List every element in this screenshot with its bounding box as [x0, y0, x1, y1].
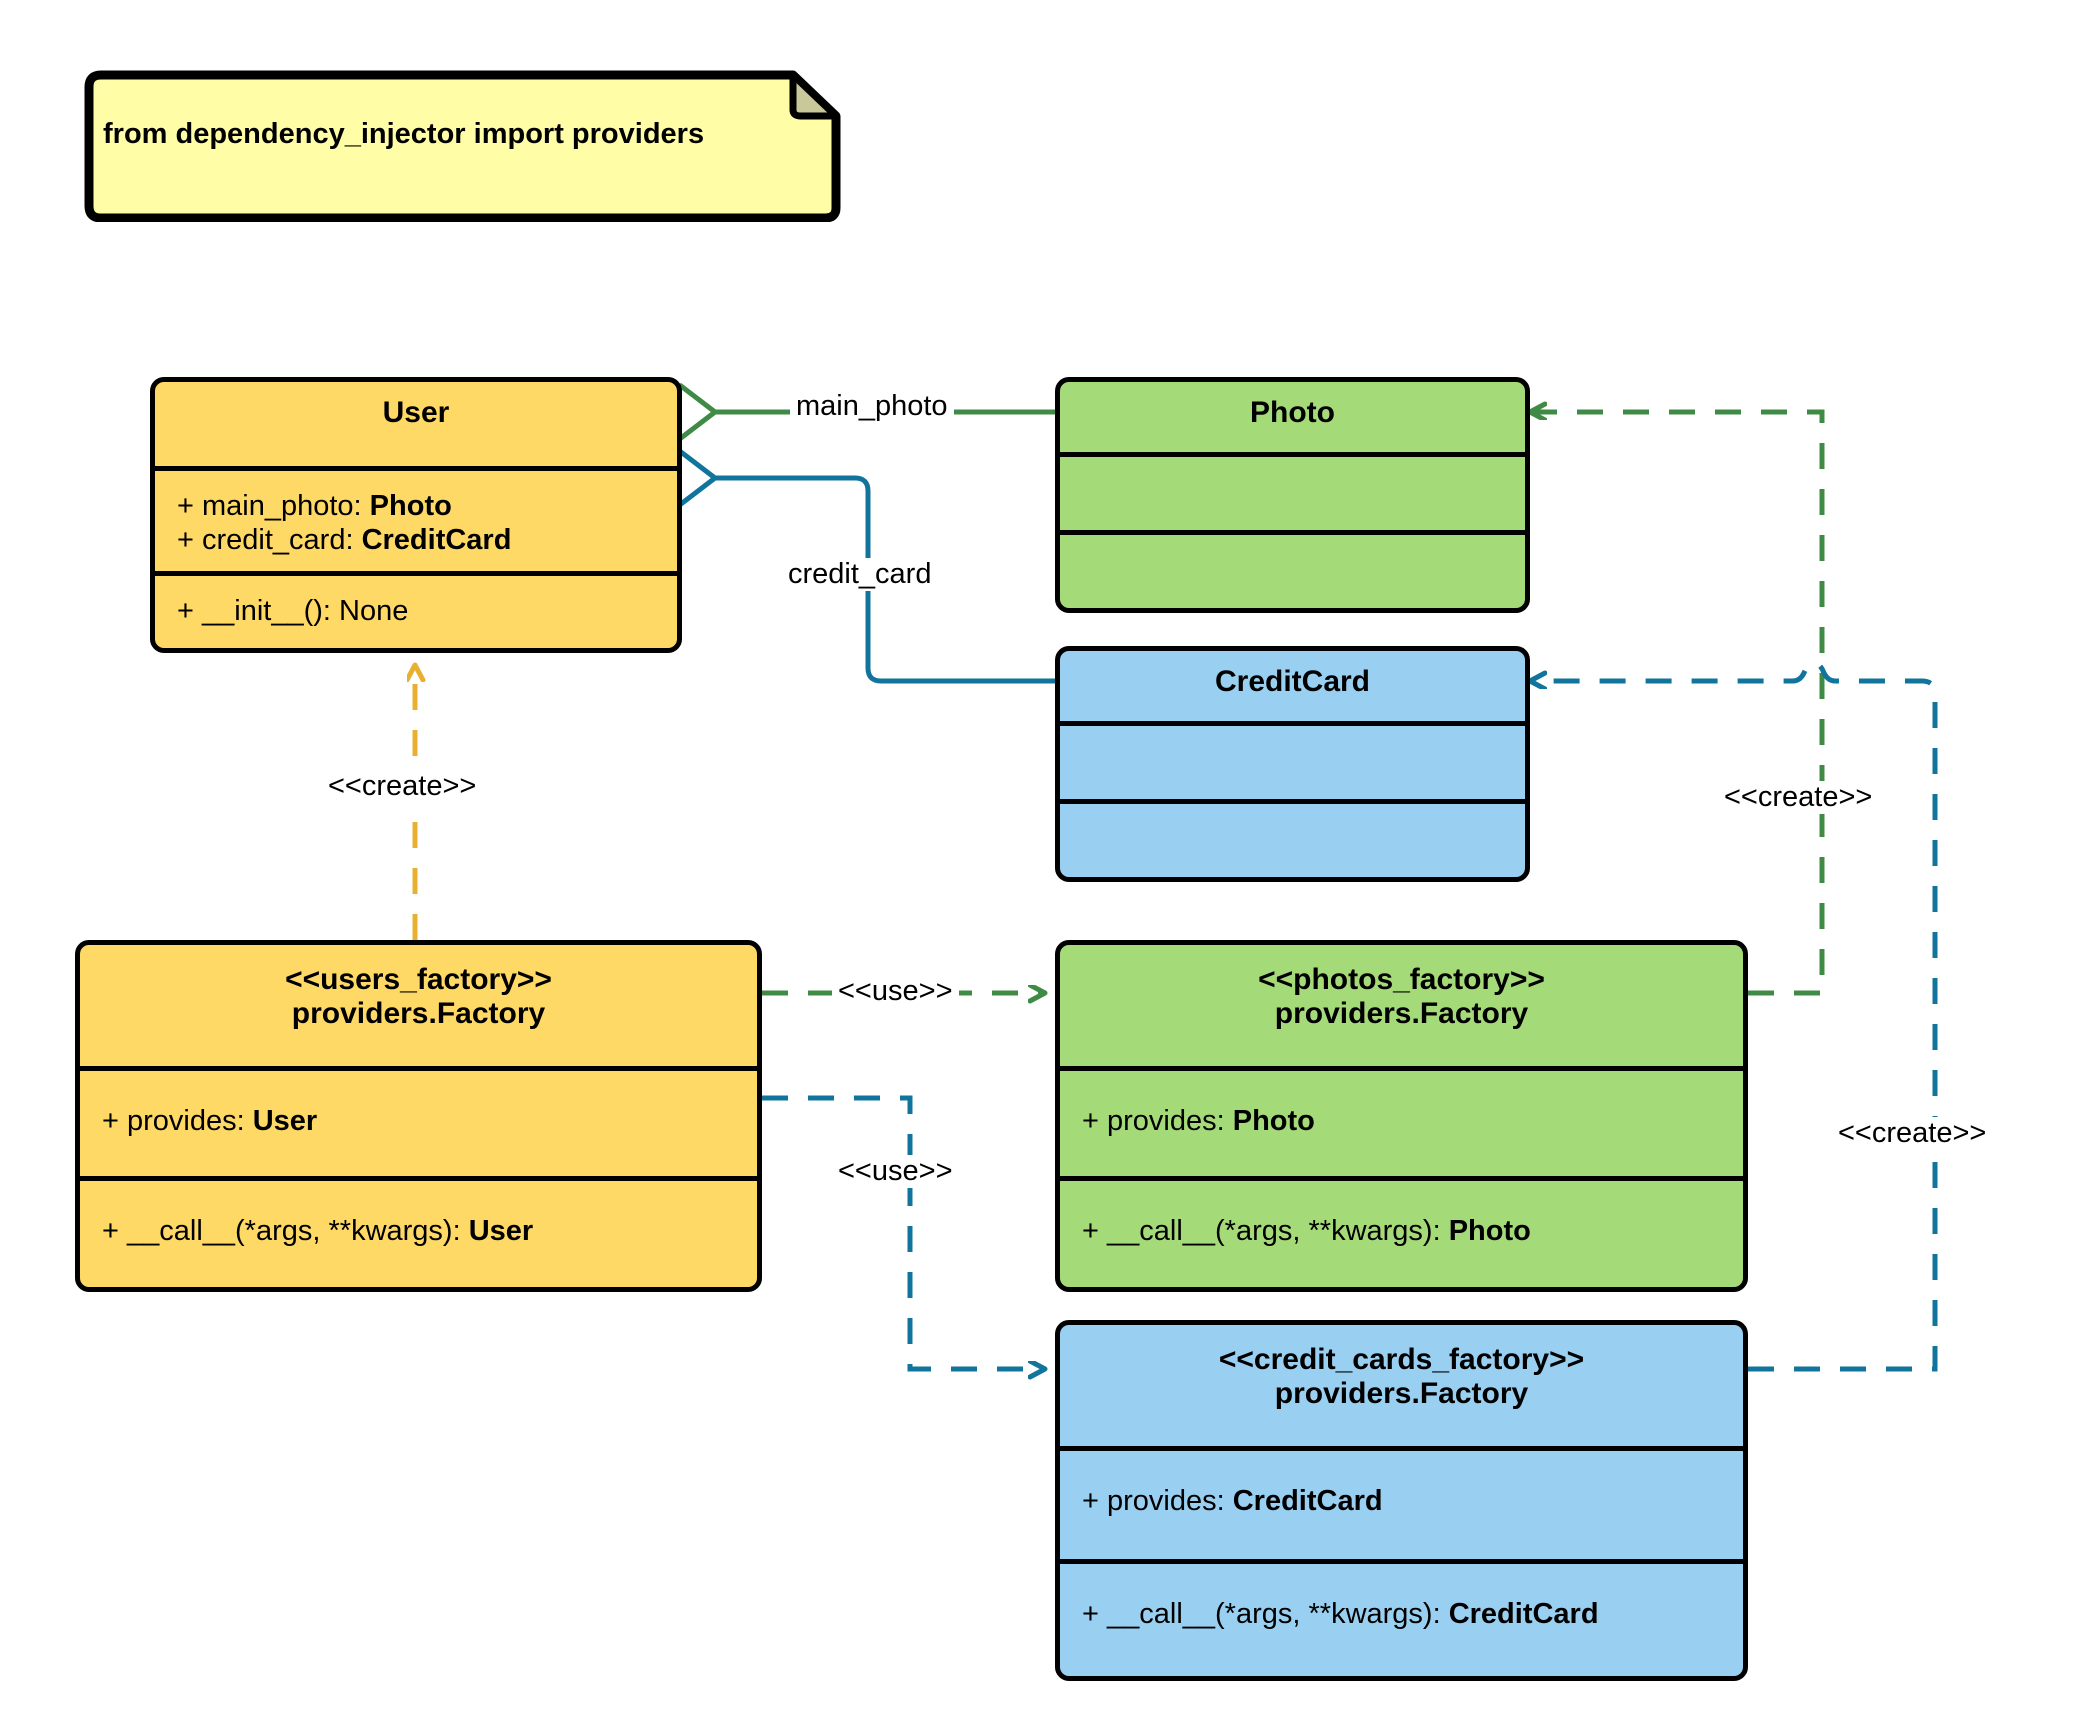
- class-users-factory-operation-call: + __call__(*args, **kwargs): User: [102, 1214, 757, 1248]
- class-credit-cards-factory-attribute-provides: + provides: CreditCard: [1082, 1484, 1743, 1518]
- class-credit-cards-factory-attributes-compartment: + provides: CreditCard: [1060, 1446, 1743, 1559]
- uf-provides-prefix: + provides:: [102, 1105, 253, 1137]
- class-box-photo[interactable]: Photo: [1055, 377, 1530, 613]
- edge-label-credit-card: credit_card: [782, 558, 938, 591]
- edge-label-use-credit-cards: <<use>>: [832, 1155, 959, 1188]
- class-photos-factory-attributes-compartment: + provides: Photo: [1060, 1066, 1743, 1176]
- edge-label-create-user: <<create>>: [322, 770, 483, 803]
- class-users-factory-attributes-compartment: + provides: User: [80, 1066, 757, 1176]
- ccf-call-prefix: + __call__(*args, **kwargs):: [1082, 1598, 1449, 1630]
- class-photo-operations-compartment: [1060, 530, 1525, 608]
- class-photos-factory-operation-call: + __call__(*args, **kwargs): Photo: [1082, 1214, 1743, 1248]
- class-box-photos-factory[interactable]: <<photos_factory>> providers.Factory + p…: [1055, 940, 1748, 1292]
- ccf-call-type: CreditCard: [1448, 1598, 1599, 1630]
- class-credit-card-name: CreditCard: [1214, 665, 1371, 698]
- note-import-providers: from dependency_injector import provider…: [75, 70, 841, 222]
- class-user-operations-compartment: + __init__(): None: [155, 571, 677, 648]
- class-user-name: User: [382, 396, 450, 429]
- pf-provides-prefix: + provides:: [1082, 1105, 1233, 1137]
- class-user-attributes-compartment: + main_photo: Photo + credit_card: Credi…: [155, 466, 677, 571]
- class-credit-card-title-compartment: CreditCard: [1060, 651, 1525, 721]
- class-users-factory-title-compartment: <<users_factory>> providers.Factory: [80, 945, 757, 1066]
- class-user-operation-init: + __init__(): None: [177, 595, 409, 627]
- class-photo-title-compartment: Photo: [1060, 382, 1525, 452]
- edge-label-use-photos: <<use>>: [832, 975, 959, 1008]
- pf-provides-type: Photo: [1232, 1105, 1315, 1137]
- class-user-attribute-main-photo: + main_photo: Photo: [177, 489, 677, 523]
- class-photos-factory-title-compartment: <<photos_factory>> providers.Factory: [1060, 945, 1743, 1066]
- pf-call-prefix: + __call__(*args, **kwargs):: [1082, 1215, 1449, 1247]
- edge-label-create-photo: <<create>>: [1718, 781, 1879, 814]
- class-credit-cards-factory-stereotype: <<credit_cards_factory>>: [1218, 1343, 1585, 1376]
- edge-label-main-photo: main_photo: [790, 390, 954, 423]
- class-box-user[interactable]: User + main_photo: Photo + credit_card: …: [150, 377, 682, 653]
- class-credit-card-attributes-compartment: [1060, 721, 1525, 799]
- ccf-provides-prefix: + provides:: [1082, 1485, 1233, 1517]
- attr-main-photo-type: Photo: [369, 490, 452, 522]
- class-box-credit-card[interactable]: CreditCard: [1055, 646, 1530, 882]
- class-photos-factory-name: providers.Factory: [1274, 996, 1529, 1030]
- ccf-provides-type: CreditCard: [1232, 1485, 1383, 1517]
- attr-main-photo-prefix: + main_photo:: [177, 490, 370, 522]
- class-users-factory-name: providers.Factory: [291, 996, 546, 1030]
- class-credit-cards-factory-name: providers.Factory: [1274, 1376, 1529, 1410]
- edge-users-factory-uses-credit-cards-factory: [762, 1095, 1045, 1369]
- uf-call-type: User: [468, 1215, 534, 1247]
- class-credit-cards-factory-operations-compartment: + __call__(*args, **kwargs): CreditCard: [1060, 1559, 1743, 1676]
- class-photos-factory-attribute-provides: + provides: Photo: [1082, 1104, 1743, 1138]
- class-users-factory-attribute-provides: + provides: User: [102, 1104, 757, 1138]
- edge-photos-factory-creates-photo: [1530, 412, 1825, 996]
- class-photo-name: Photo: [1250, 396, 1335, 429]
- note-shape: [84, 70, 841, 222]
- class-users-factory-operations-compartment: + __call__(*args, **kwargs): User: [80, 1176, 757, 1287]
- class-users-factory-stereotype: <<users_factory>>: [285, 963, 552, 996]
- class-credit-cards-factory-operation-call: + __call__(*args, **kwargs): CreditCard: [1082, 1597, 1743, 1631]
- edge-label-create-credit-card: <<create>>: [1832, 1117, 1993, 1150]
- pf-call-type: Photo: [1448, 1215, 1531, 1247]
- class-credit-cards-factory-title-compartment: <<credit_cards_factory>> providers.Facto…: [1060, 1325, 1743, 1446]
- uf-provides-type: User: [252, 1105, 318, 1137]
- class-user-attribute-credit-card: + credit_card: CreditCard: [177, 523, 677, 557]
- class-credit-card-operations-compartment: [1060, 799, 1525, 877]
- class-photos-factory-operations-compartment: + __call__(*args, **kwargs): Photo: [1060, 1176, 1743, 1287]
- class-box-users-factory[interactable]: <<users_factory>> providers.Factory + pr…: [75, 940, 762, 1292]
- note-text: from dependency_injector import provider…: [103, 118, 705, 150]
- attr-credit-card-type: CreditCard: [361, 524, 512, 557]
- class-photos-factory-stereotype: <<photos_factory>>: [1258, 963, 1545, 996]
- class-box-credit-cards-factory[interactable]: <<credit_cards_factory>> providers.Facto…: [1055, 1320, 1748, 1681]
- class-photo-attributes-compartment: [1060, 452, 1525, 530]
- uf-call-prefix: + __call__(*args, **kwargs):: [102, 1215, 469, 1247]
- class-user-title-compartment: User: [155, 382, 677, 466]
- attr-credit-card-prefix: + credit_card:: [177, 524, 362, 557]
